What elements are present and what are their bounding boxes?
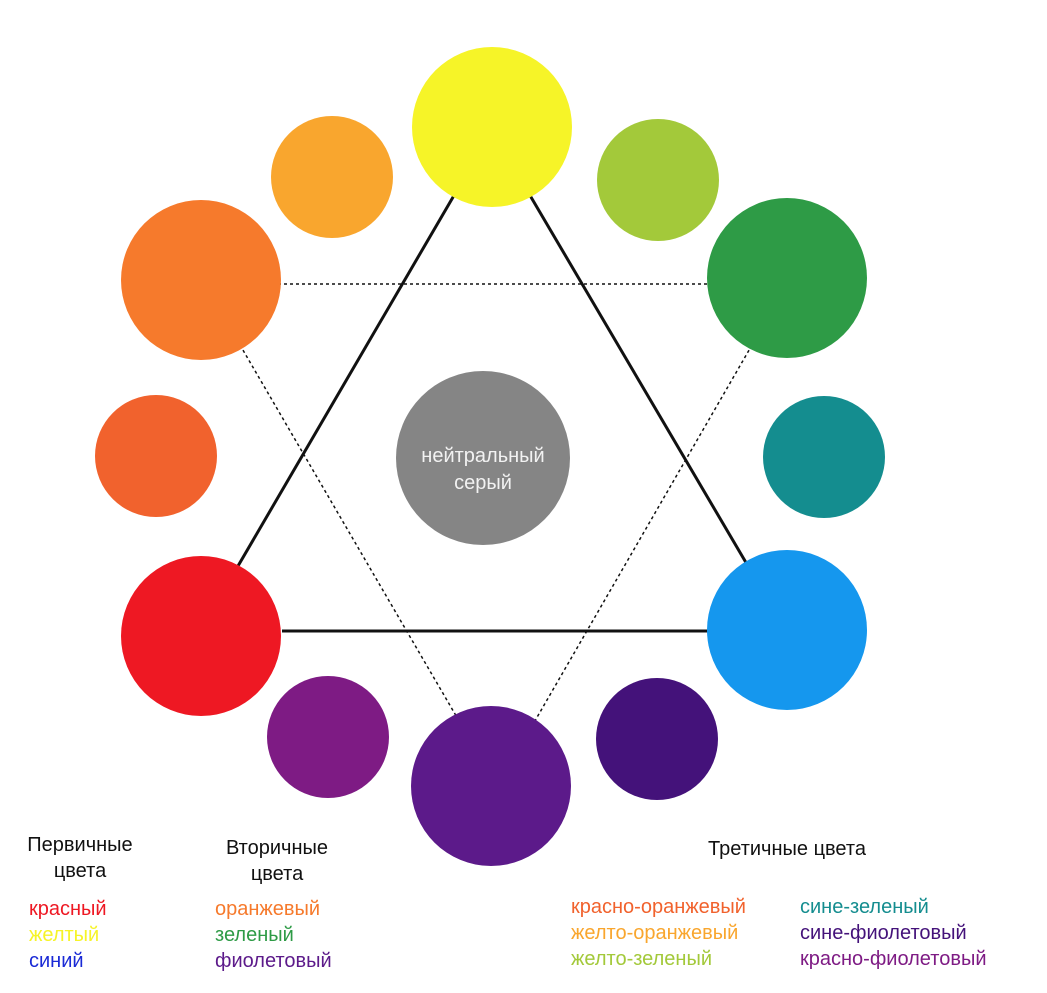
legend-secondary-item: оранжевый [215,898,321,920]
legend-secondary-heading-line1: Вторичные [226,837,328,859]
legend-primary-item: синий [29,950,84,972]
violet-circle [411,706,571,866]
yellow-orange-circle [271,116,393,238]
red-circle [121,556,281,716]
legend-tertiary-item: желто-зеленый [571,948,713,970]
red-orange-circle [95,395,217,517]
solid-line-yellow-blue [526,191,750,567]
legend-tertiary-item: сине-зеленый [800,896,929,918]
legend-secondary-list: оранжевый зеленый фиолетовый [215,896,332,974]
center-neutral-gray-circle [396,371,570,545]
solid-line-red-yellow [236,191,458,567]
legend-tertiary-item: красно-фиолетовый [800,948,987,970]
legend-primary-item: красный [29,898,107,920]
legend-primary-heading: Первичные цвета [10,832,150,884]
legend-tertiary-heading: Третичные цвета [708,838,866,860]
secondary-triangle [239,283,753,727]
legend-primary-heading-line1: Первичные [27,834,133,856]
legend-tertiary-item: сине-фиолетовый [800,922,967,944]
yellow-green-circle [597,119,719,241]
dash-line-green-violet [531,344,753,727]
orange-circle [121,200,281,360]
center-label-line2: серый [454,472,512,494]
legend-secondary-heading: Вторичные цвета [207,835,347,887]
wheel-circles [95,47,885,866]
legend-tertiary-item: желто-оранжевый [571,922,739,944]
legend-secondary-item: зеленый [215,924,294,946]
legend-primary-list: красный желтый синий [29,896,107,974]
legend-secondary-item: фиолетовый [215,950,332,972]
blue-circle [707,550,867,710]
center-label-line1: нейтральный [421,445,544,467]
green-circle [707,198,867,358]
primary-triangle [236,191,750,633]
legend-primary-heading-line2: цвета [53,860,107,882]
legend-tertiary-item: красно-оранжевый [571,896,746,918]
blue-violet-circle [596,678,718,800]
legend-primary-item: желтый [29,924,100,946]
red-violet-circle [267,676,389,798]
yellow-circle [412,47,572,207]
legend-tertiary-column2: сине-зеленый сине-фиолетовый красно-фиол… [800,894,987,972]
legend-secondary-heading-line2: цвета [250,863,304,885]
blue-green-circle [763,396,885,518]
legend-tertiary-column1: красно-оранжевый желто-оранжевый желто-з… [571,894,746,972]
dash-line-violet-orange [239,344,463,727]
